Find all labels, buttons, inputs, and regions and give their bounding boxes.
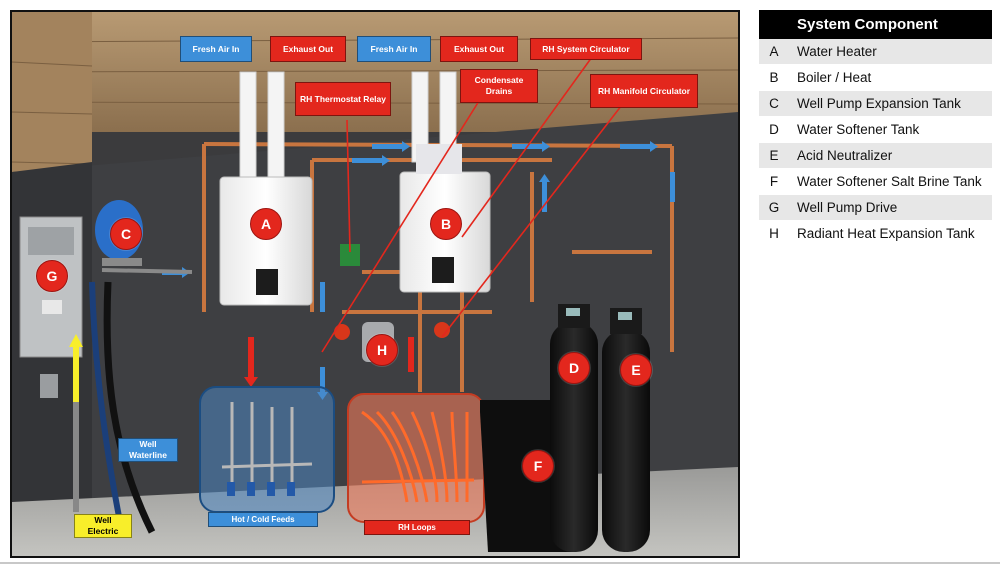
marker-a: A	[250, 208, 282, 240]
marker-f: F	[522, 450, 554, 482]
table-row: G Well Pump Drive	[759, 194, 992, 221]
callout-well-waterline: Well Waterline	[118, 438, 178, 462]
callout-fresh-air-in-1: Fresh Air In	[180, 36, 252, 62]
mechanical-room-photo: Fresh Air In Exhaust Out Fresh Air In Ex…	[10, 10, 740, 558]
row-letter: G	[759, 194, 789, 221]
mechanical-room-scene	[12, 12, 738, 556]
row-component: Water Heater	[789, 39, 992, 65]
callout-rh-thermostat-relay: RH Thermostat Relay	[295, 82, 391, 116]
row-letter: E	[759, 142, 789, 169]
callout-exhaust-out-2: Exhaust Out	[440, 36, 518, 62]
table-row: A Water Heater	[759, 39, 992, 65]
row-letter: D	[759, 116, 789, 143]
row-letter: B	[759, 64, 789, 91]
row-letter: C	[759, 90, 789, 117]
well-waterline-hose	[89, 281, 125, 533]
row-component: Well Pump Expansion Tank	[789, 90, 992, 117]
table-row: E Acid Neutralizer	[759, 142, 992, 169]
header-component-cell: System Component	[789, 10, 992, 39]
system-component-table: System Component A Water Heater B Boiler…	[759, 10, 992, 247]
table-row: C Well Pump Expansion Tank	[759, 90, 992, 117]
callout-rh-system-circulator: RH System Circulator	[530, 38, 642, 60]
marker-d: D	[558, 352, 590, 384]
water-heater-unit	[219, 176, 313, 306]
callout-well-electric: Well Electric	[74, 514, 132, 538]
callout-fresh-air-in-2: Fresh Air In	[357, 36, 431, 62]
marker-e: E	[620, 354, 652, 386]
callout-leader-lines	[321, 56, 633, 353]
callout-hot-cold-feeds: Hot / Cold Feeds	[208, 512, 318, 527]
marker-g: G	[36, 260, 68, 292]
row-component: Boiler / Heat	[789, 64, 992, 91]
vent-pipes	[239, 71, 457, 183]
red-flow-arrows	[244, 337, 414, 387]
table-row: B Boiler / Heat	[759, 64, 992, 91]
row-letter: H	[759, 220, 789, 247]
callout-rh-loops: RH Loops	[364, 520, 470, 535]
row-component: Radiant Heat Expansion Tank	[789, 220, 992, 247]
table-header-row: System Component	[759, 10, 992, 39]
table-row: H Radiant Heat Expansion Tank	[759, 220, 992, 247]
table-row: F Water Softener Salt Brine Tank	[759, 168, 992, 195]
marker-h: H	[366, 334, 398, 366]
row-component: Water Softener Tank	[789, 116, 992, 143]
callout-rh-manifold-circulator: RH Manifold Circulator	[590, 74, 698, 108]
bottom-divider	[0, 562, 1000, 564]
row-letter: F	[759, 168, 789, 195]
marker-c: C	[110, 218, 142, 250]
marker-b: B	[430, 208, 462, 240]
callout-exhaust-out-1: Exhaust Out	[270, 36, 346, 62]
row-component: Well Pump Drive	[789, 194, 992, 221]
row-letter: A	[759, 39, 789, 65]
callout-condensate-drains: Condensate Drains	[460, 69, 538, 103]
row-component: Water Softener Salt Brine Tank	[789, 168, 992, 195]
row-component: Acid Neutralizer	[789, 142, 992, 169]
table-row: D Water Softener Tank	[759, 116, 992, 143]
header-letter-cell	[759, 10, 789, 39]
